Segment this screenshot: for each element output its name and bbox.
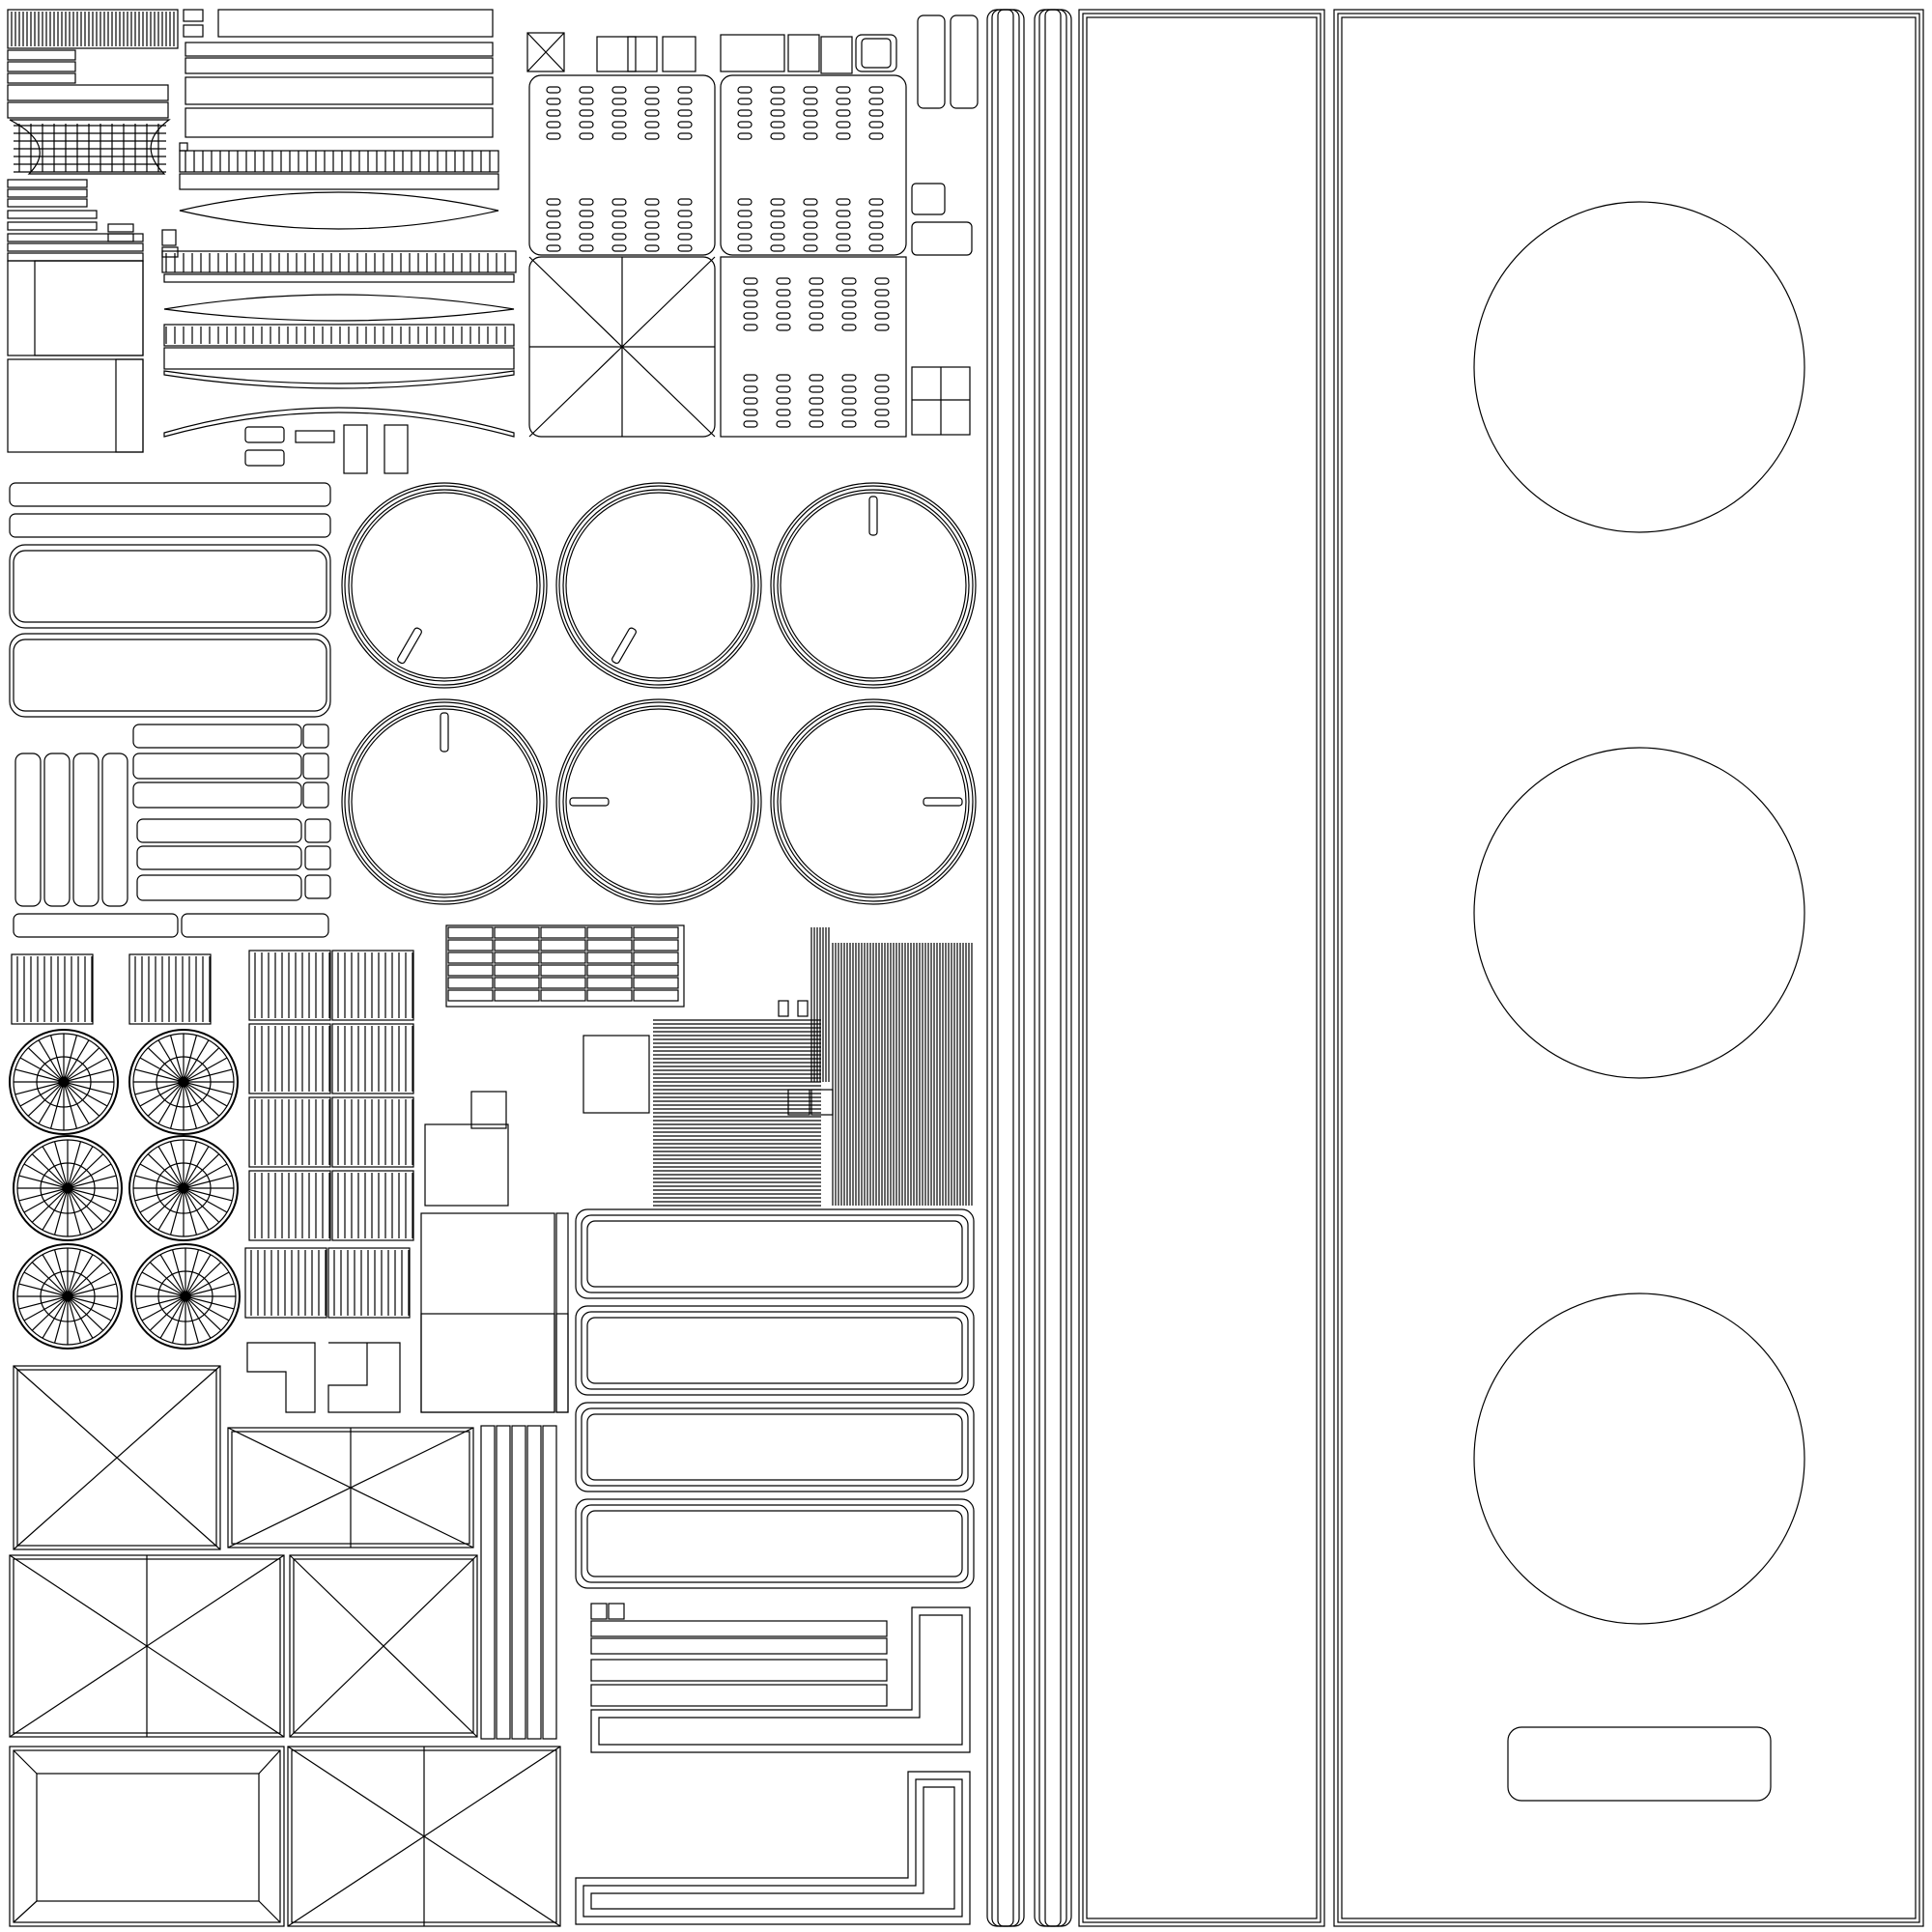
knob-indicator-2 (611, 627, 637, 665)
speaker-driver-circle-3 (1473, 1293, 1805, 1625)
vent-panels (526, 14, 979, 438)
knob-4 (341, 698, 548, 905)
fan-grid (9, 1029, 241, 1350)
knob-indicator-6 (923, 797, 963, 807)
fan-4 (128, 1135, 239, 1241)
x-panels (9, 1365, 561, 1927)
side-panel-left (1078, 9, 1325, 1927)
hatched-blocks (11, 950, 414, 1319)
knob-indicator-4 (440, 712, 449, 753)
fan-3 (13, 1135, 123, 1241)
fan-2 (128, 1029, 239, 1135)
bracket-pieces (246, 924, 973, 1413)
label-plate (1507, 1726, 1772, 1802)
knob-5 (555, 698, 762, 905)
knob-2 (555, 482, 762, 689)
knob-grid (341, 482, 977, 905)
rail-parts (161, 9, 517, 474)
knob-3 (770, 482, 977, 689)
fan-1 (9, 1029, 119, 1135)
knob-indicator-1 (397, 627, 422, 665)
knob-indicator-5 (569, 797, 610, 807)
front-speaker-panel (1333, 9, 1924, 1927)
rounded-bars (9, 482, 331, 938)
knob-6 (770, 698, 977, 905)
knob-1 (341, 482, 548, 689)
knob-indicator-3 (868, 496, 878, 536)
speaker-driver-circle-1 (1473, 201, 1805, 533)
speaker-driver-circle-2 (1473, 747, 1805, 1079)
top-left-cluster (7, 9, 179, 453)
fan-5 (13, 1243, 123, 1350)
fan-6 (130, 1243, 241, 1350)
side-rail-strips (986, 9, 1072, 1927)
tray-parts (480, 1208, 975, 1925)
